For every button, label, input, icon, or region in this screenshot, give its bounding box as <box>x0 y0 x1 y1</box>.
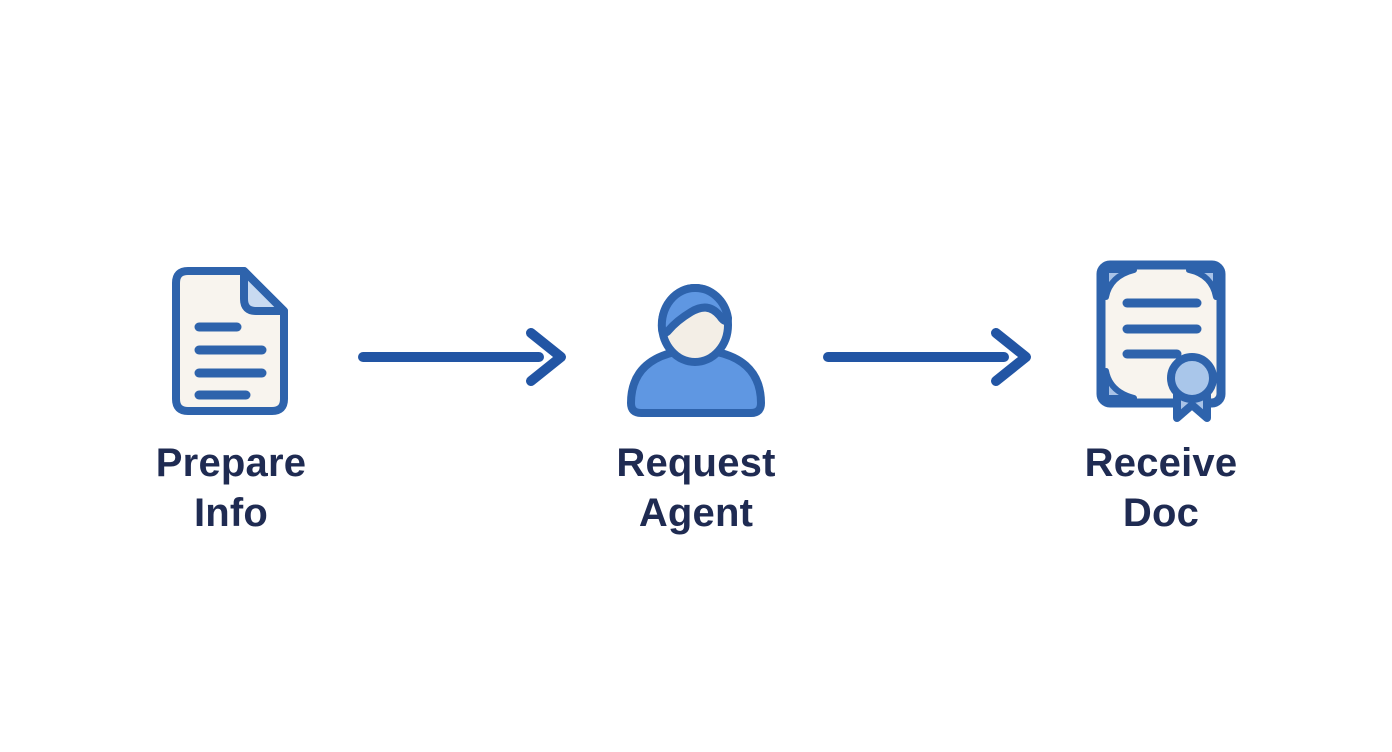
arrow-right-icon <box>821 256 1036 426</box>
step-request-agent: Request Agent <box>571 256 821 538</box>
step-prepare-info: Prepare Info <box>106 256 356 538</box>
step-label-line: Agent <box>638 491 754 535</box>
step-label: Receive Doc <box>1085 438 1238 538</box>
document-icon <box>170 256 292 426</box>
person-icon <box>621 256 771 426</box>
certificate-icon <box>1093 256 1229 426</box>
person-icon-svg <box>627 283 765 417</box>
step-label-line: Doc <box>1122 491 1200 535</box>
step-label-line: Info <box>193 491 269 535</box>
step-label-line: Receive <box>1084 441 1238 485</box>
arrow-right-icon-svg <box>823 328 1031 386</box>
flow-diagram: Prepare Info Request Agent <box>106 256 1286 538</box>
arrow-right-icon <box>356 256 571 426</box>
step-label: Prepare Info <box>156 438 306 538</box>
step-receive-doc: Receive Doc <box>1036 256 1286 538</box>
certificate-icon-svg <box>1096 260 1226 422</box>
step-label-line: Request <box>616 441 776 485</box>
arrow-right-icon-svg <box>358 328 566 386</box>
document-icon-svg <box>172 267 288 415</box>
step-label: Request Agent <box>616 438 775 538</box>
step-label-line: Prepare <box>155 441 307 485</box>
